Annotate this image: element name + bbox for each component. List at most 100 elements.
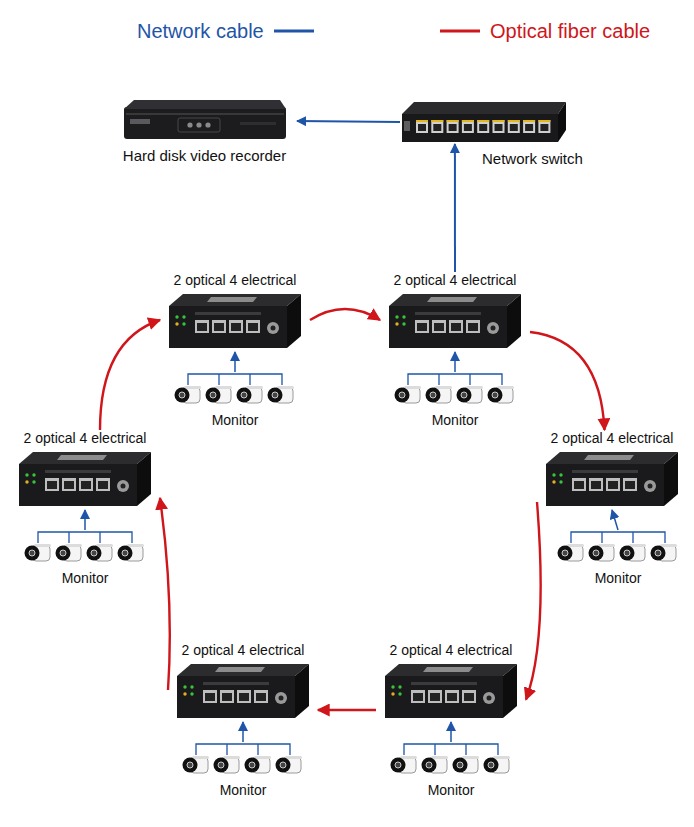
illustration-part xyxy=(240,122,276,125)
illustration-part xyxy=(648,484,653,489)
fiber-connector xyxy=(530,332,605,430)
illustration-part xyxy=(183,692,186,695)
illustration-part xyxy=(175,315,178,318)
illustration-part xyxy=(559,480,562,483)
illustration-part xyxy=(479,124,487,131)
illustration-part xyxy=(477,120,489,133)
illustration-part xyxy=(523,120,535,133)
network-connector xyxy=(297,120,400,123)
illustration-part xyxy=(267,322,279,334)
illustration-part xyxy=(192,756,209,759)
illustration-part xyxy=(214,323,224,331)
illustration-part xyxy=(416,120,428,122)
camera-group: Monitor xyxy=(389,742,513,799)
illustration-part xyxy=(254,690,268,703)
illustration-part xyxy=(34,544,51,547)
illustration-part xyxy=(280,762,286,768)
illustration-part xyxy=(447,693,457,701)
illustration-part xyxy=(395,762,401,768)
network-connector xyxy=(234,352,236,372)
illustration-part xyxy=(462,120,474,122)
media-converter-illustration xyxy=(173,660,313,722)
legend-text: Optical fiber cable xyxy=(490,19,650,43)
illustration-part xyxy=(493,120,505,122)
illustration-part xyxy=(493,756,510,759)
illustration-part xyxy=(572,478,586,491)
illustration-part xyxy=(183,685,186,688)
illustration-part xyxy=(491,326,496,331)
network-connector xyxy=(454,352,456,372)
illustration-part xyxy=(400,756,417,759)
illustration-part xyxy=(411,690,425,703)
illustration-part xyxy=(434,744,435,755)
illustration-part xyxy=(179,392,185,398)
illustration-part xyxy=(398,692,401,695)
illustration-part xyxy=(433,124,441,131)
illustration-part xyxy=(64,481,74,489)
illustration-part xyxy=(99,532,100,543)
fiber-connector xyxy=(526,502,541,700)
illustration-part xyxy=(79,478,93,491)
illustration-part xyxy=(287,294,301,348)
illustration-part xyxy=(195,320,209,333)
illustration-part xyxy=(508,120,520,122)
illustration-part xyxy=(177,664,309,676)
illustration-part xyxy=(130,119,150,124)
illustration-part xyxy=(391,692,394,695)
illustration-part xyxy=(632,532,633,543)
illustration-part xyxy=(488,388,503,403)
illustration-part xyxy=(237,690,251,703)
illustration-part xyxy=(197,323,207,331)
illustration-part xyxy=(404,744,498,755)
illustration-part xyxy=(272,392,278,398)
illustration-part xyxy=(453,758,468,773)
illustration-part xyxy=(237,388,252,403)
illustration-part xyxy=(32,473,35,476)
illustration-part xyxy=(422,758,437,773)
illustration-part xyxy=(124,107,286,139)
illustration-part xyxy=(434,323,444,331)
illustration-part xyxy=(295,664,309,718)
illustration-part xyxy=(430,392,436,398)
illustration-part xyxy=(257,744,258,755)
fiber-connector xyxy=(160,498,170,690)
illustration-part xyxy=(449,124,457,131)
illustration-part xyxy=(461,392,467,398)
illustration-part xyxy=(206,388,221,403)
illustration-part xyxy=(175,322,178,325)
illustration-part xyxy=(629,544,646,547)
illustration-part xyxy=(57,455,107,460)
illustration-part xyxy=(276,758,291,773)
illustration-part xyxy=(477,120,489,122)
illustration-part xyxy=(126,113,284,115)
illustration-part xyxy=(402,102,566,114)
device-label: 2 optical 4 electrical xyxy=(10,430,160,447)
illustration-part xyxy=(523,120,535,122)
camera-label: Monitor xyxy=(389,782,513,799)
illustration-part xyxy=(559,473,562,476)
illustration-part xyxy=(256,693,266,701)
illustration-part xyxy=(285,756,302,759)
illustration-part xyxy=(137,452,151,506)
illustration-part xyxy=(510,124,518,131)
illustration-part xyxy=(402,322,405,325)
illustration-part xyxy=(428,690,442,703)
camera-group: Monitor xyxy=(23,530,147,587)
illustration-part xyxy=(385,664,517,676)
illustration-part xyxy=(175,388,190,403)
media-converter: 2 optical 4 electrical xyxy=(160,272,310,352)
camera-group-illustration xyxy=(181,742,305,780)
illustration-part xyxy=(552,480,555,483)
illustration-part xyxy=(220,690,234,703)
illustration-part xyxy=(87,546,102,561)
illustration-part xyxy=(487,696,492,701)
illustration-part xyxy=(624,550,630,556)
illustration-part xyxy=(62,478,76,491)
illustration-part xyxy=(608,481,618,489)
device-label: 2 optical 4 electrical xyxy=(376,642,526,659)
illustration-part xyxy=(431,120,443,133)
illustration-part xyxy=(25,480,28,483)
illustration-part xyxy=(196,122,201,127)
illustration-part xyxy=(584,455,634,460)
